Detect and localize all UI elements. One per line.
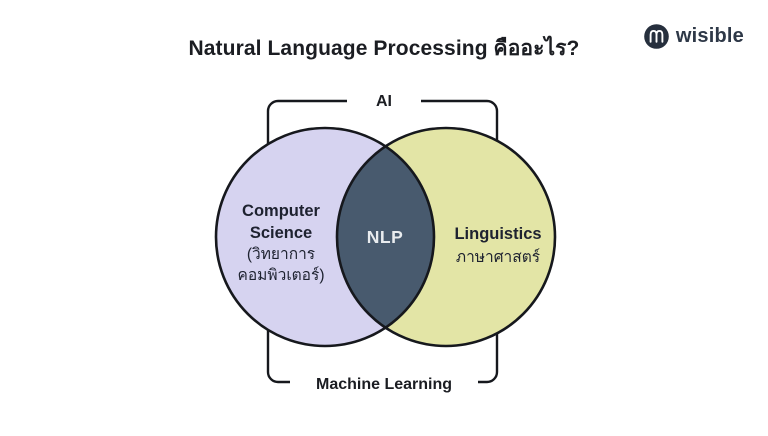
page-title: Natural Language Processing คืออะไร? [188, 37, 580, 60]
linguistics-circle-outline [335, 126, 557, 348]
wisible-mark-icon [644, 24, 669, 49]
computer-science-label-line4: คอมพิวเตอร์) [238, 266, 325, 284]
computer-science-label-line3: (วิทยาการ [247, 246, 315, 263]
computer-science-label-line2: Science [250, 224, 312, 242]
computer-science-label-line1: Computer [242, 202, 320, 220]
wisible-brand-text: wisible [675, 25, 744, 47]
computer-science-label: Computer Science (วิทยาการ คอมพิวเตอร์) [238, 202, 325, 284]
wisible-logo: wisible [643, 23, 744, 50]
nlp-intersection [337, 128, 434, 346]
nlp-label: NLP [367, 227, 404, 247]
bracket-gap-bottom [290, 370, 478, 400]
linguistics-label: Linguistics ภาษาศาสตร์ [454, 225, 541, 266]
machine-learning-label: Machine Learning [316, 376, 452, 393]
bracket-gap-top [347, 88, 421, 114]
ai-label: AI [376, 93, 392, 110]
linguistics-label-line2: ภาษาศาสตร์ [456, 248, 540, 266]
linguistics-label-line1: Linguistics [454, 225, 541, 243]
computer-science-circle-outline [214, 126, 436, 348]
